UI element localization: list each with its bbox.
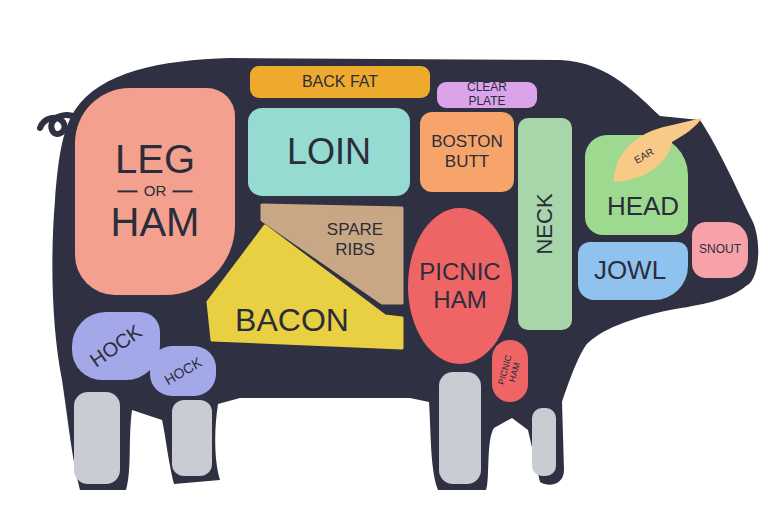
cut-label: BOSTON BUTT <box>431 132 502 171</box>
label-holder: SPARE RIBS <box>327 220 383 259</box>
neck-cut: NECK <box>518 118 572 330</box>
pig-leg-tip <box>532 408 556 476</box>
hock-cut: HOCK <box>72 312 160 380</box>
boston-butt-cut: BOSTON BUTT <box>420 112 514 192</box>
cut-label: CLEAR PLATE <box>462 81 512 109</box>
label-holder: HOCK <box>161 354 204 388</box>
cut-label: PICNIC HAM <box>496 354 524 389</box>
cut-label: SNOUT <box>699 243 741 257</box>
label-holder: BACON <box>235 302 349 339</box>
cut-label: SPARE RIBS <box>327 220 383 259</box>
label-holder: BACK FAT <box>302 73 378 91</box>
snout-cut: SNOUT <box>692 222 748 278</box>
cut-outline <box>608 112 704 190</box>
separator-row: OR <box>112 182 199 199</box>
cut-label: HAM <box>111 200 200 246</box>
picnic-ham-small-cut: PICNIC HAM <box>492 340 528 402</box>
cut-label: OR <box>144 182 167 199</box>
label-holder: LEGORHAM <box>111 136 200 245</box>
cut-label: BACON <box>235 302 349 339</box>
jowl-cut: JOWL <box>578 242 688 300</box>
cut-label: HOCK <box>86 320 147 372</box>
cut-label: LOIN <box>287 131 371 172</box>
label-holder: SNOUT <box>699 243 741 257</box>
label-holder: NECK <box>532 193 557 254</box>
picnic-ham-cut: PICNIC HAM <box>408 208 512 364</box>
label-holder: PICNIC HAM <box>496 354 524 389</box>
cut-label: LEG <box>115 136 195 182</box>
cut-label: PICNIC HAM <box>419 258 500 313</box>
pig-leg-tip <box>74 392 120 484</box>
cut-label: BACK FAT <box>302 73 378 91</box>
label-holder: HEAD <box>607 192 679 222</box>
leg-ham-cut: LEGORHAM <box>75 88 235 295</box>
hock-cut: HOCK <box>150 346 216 396</box>
pig-leg-tip <box>172 400 212 476</box>
ear-cut: EAR <box>608 112 704 190</box>
label-holder: LOIN <box>287 131 371 172</box>
cut-label: JOWL <box>594 256 666 286</box>
cut-label: NECK <box>532 193 557 254</box>
cut-shape <box>208 226 402 348</box>
label-holder: PICNIC HAM <box>419 258 500 313</box>
cut-label: HOCK <box>161 354 204 388</box>
label-holder: JOWL <box>594 256 666 286</box>
bacon-cut: BACON <box>204 222 404 350</box>
pig-silhouette <box>52 58 758 490</box>
separator-dash <box>172 190 192 192</box>
label-holder: BOSTON BUTT <box>431 132 502 171</box>
separator-dash <box>118 190 138 192</box>
pig-leg-tip <box>439 372 481 484</box>
loin-cut: LOIN <box>248 108 410 196</box>
cut-label: HEAD <box>607 192 679 222</box>
label-holder: HOCK <box>86 320 147 372</box>
clear-plate-cut: CLEAR PLATE <box>437 82 537 108</box>
cut-shape <box>614 118 702 182</box>
back-fat-cut: BACK FAT <box>250 66 430 98</box>
label-holder: CLEAR PLATE <box>462 81 512 109</box>
